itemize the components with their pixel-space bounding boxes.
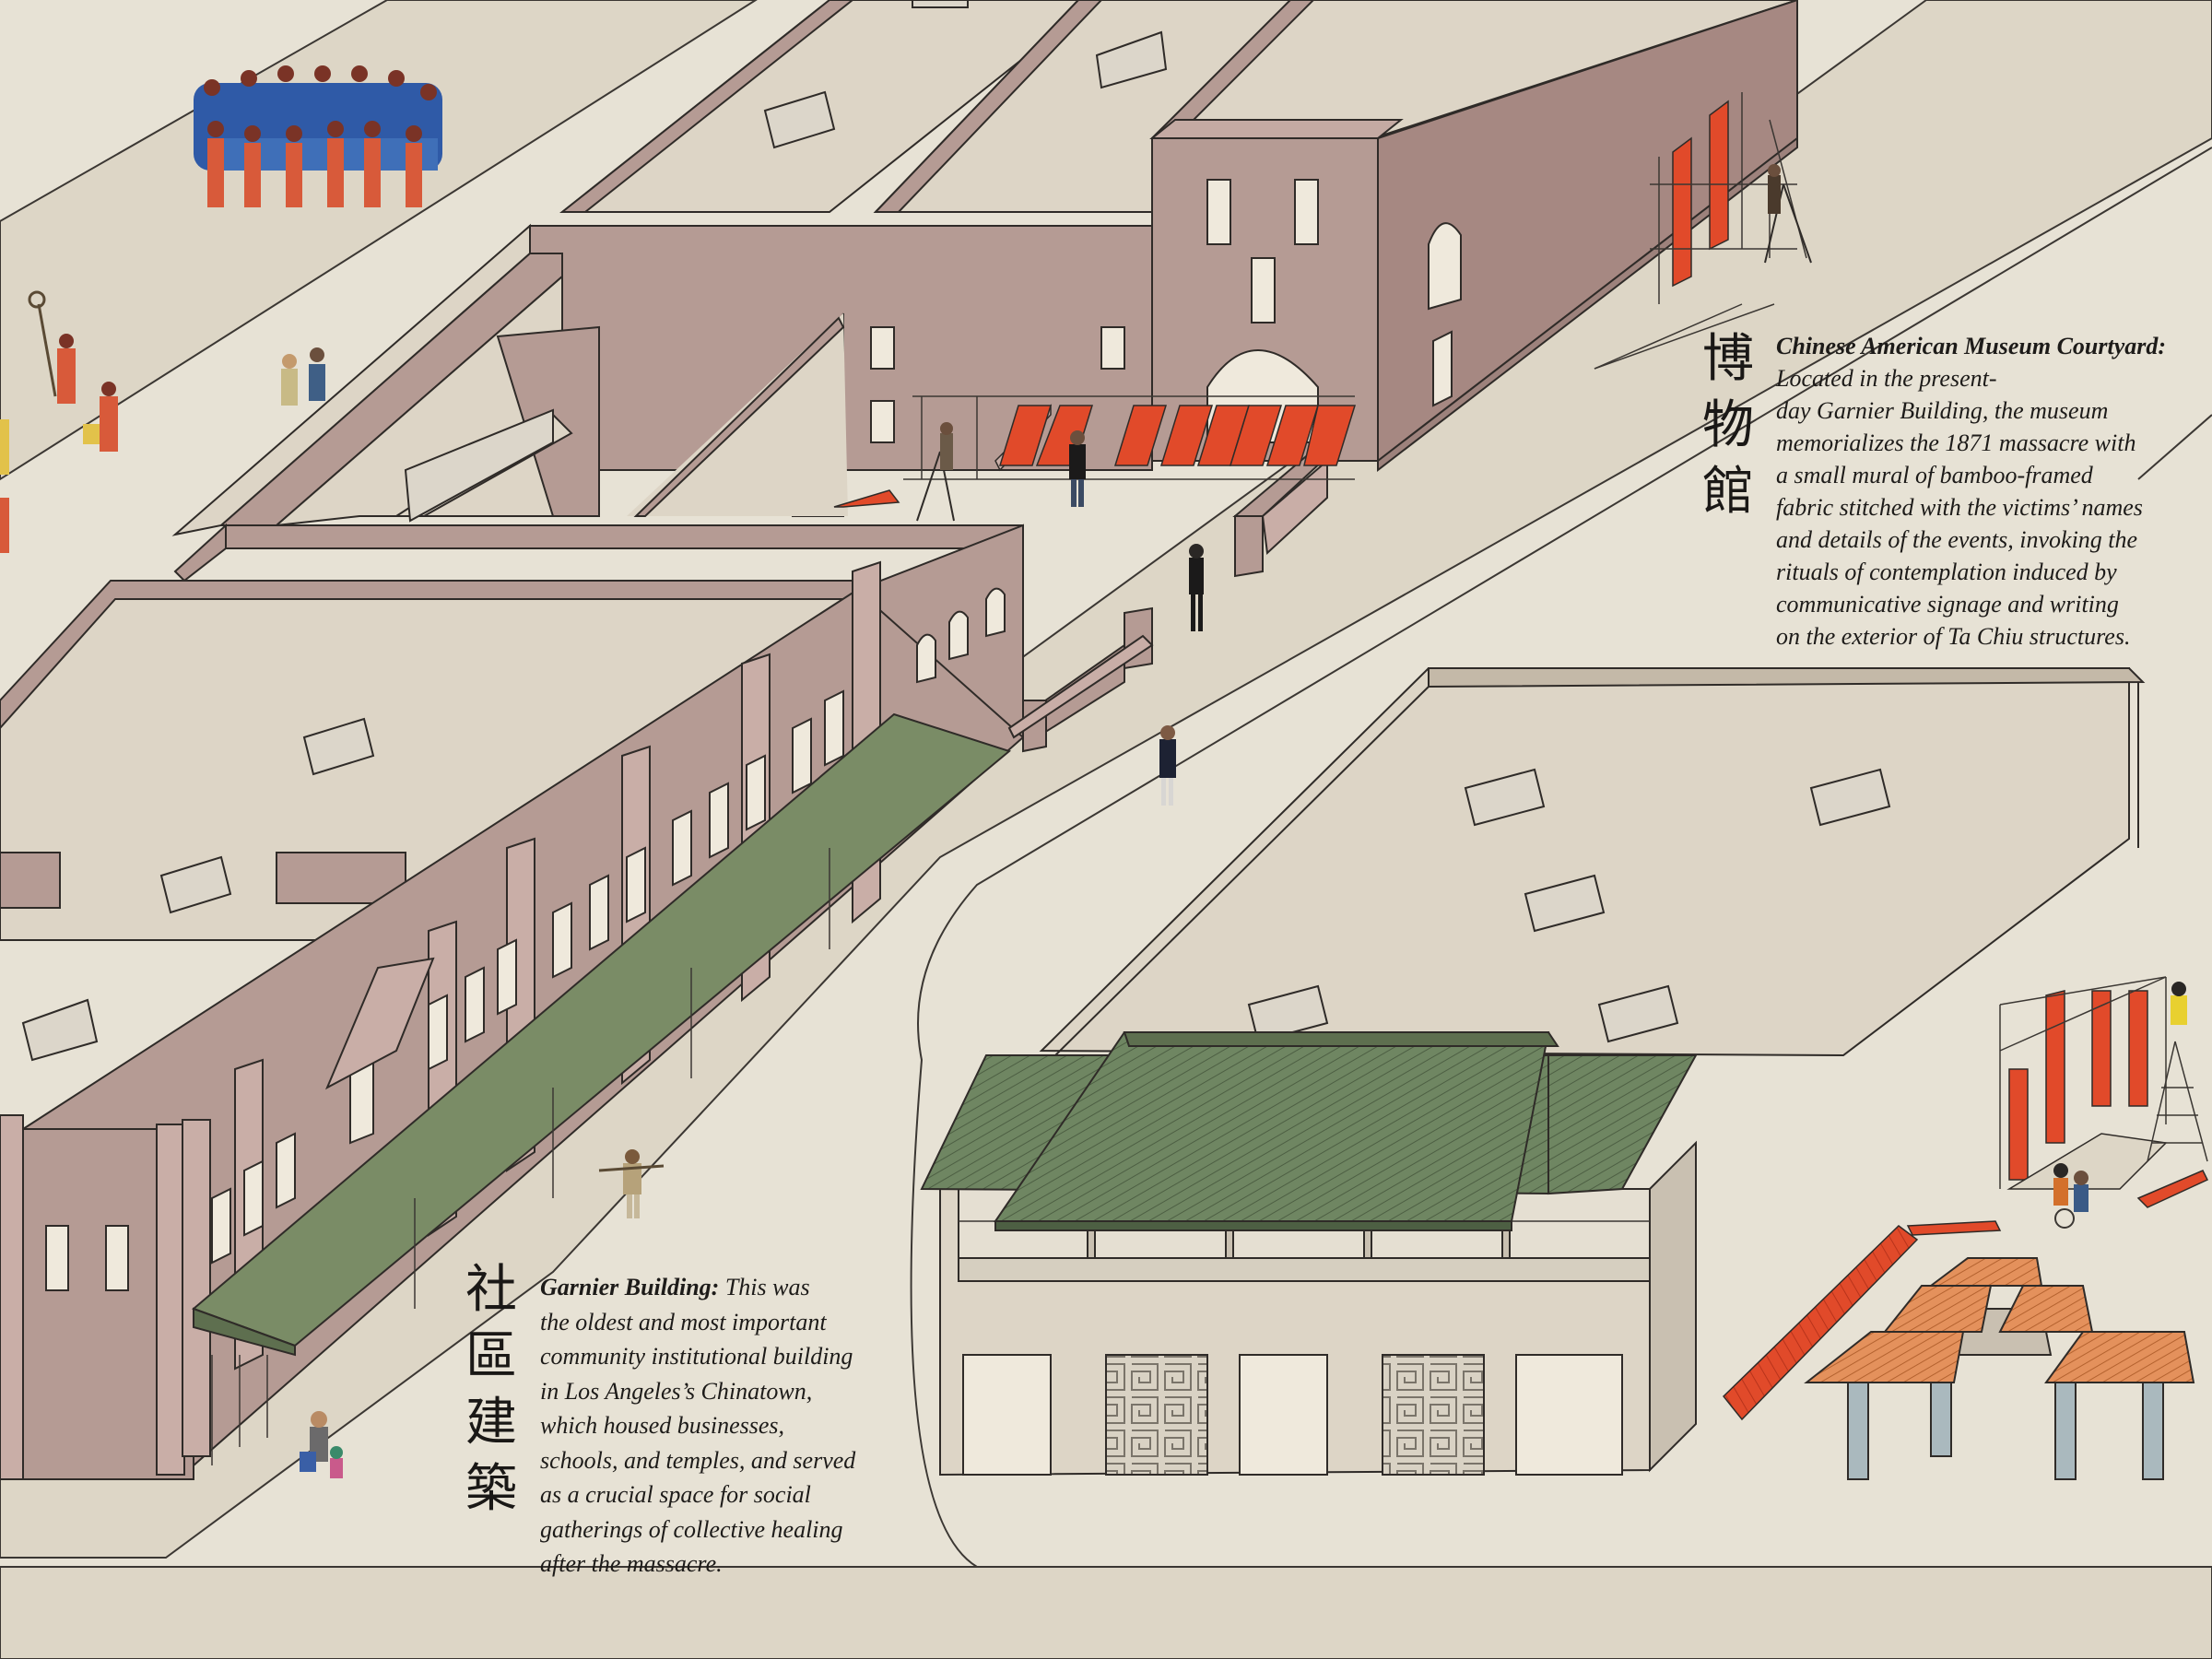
caption-line: and details of the events, invoking the: [1776, 526, 2138, 553]
caption-line: after the massacre.: [540, 1550, 723, 1577]
caption-line: in Los Angeles’s Chinatown,: [540, 1377, 813, 1405]
curb-line: [910, 147, 2212, 1568]
inner-courtyard-walls: [171, 223, 848, 536]
cjk-char: 社: [465, 1260, 517, 1320]
cjk-char: 物: [1702, 395, 1754, 455]
cjk-char: 建: [465, 1393, 517, 1453]
green-tiled-roof: [920, 1031, 1698, 1231]
caption-text: This was: [724, 1274, 810, 1300]
caption-line: schools, and temples, and served: [540, 1446, 856, 1474]
figure-ladder-worker-top: [1764, 164, 1812, 264]
figure-pair-walking: [281, 347, 325, 406]
caption-line: day Garnier Building, the museum: [1776, 397, 2109, 424]
leader-line: [1594, 303, 1775, 370]
caption-line: Garnier Building: This was: [540, 1270, 927, 1305]
caption-line: as a crucial space for social: [540, 1481, 811, 1508]
museum-cjk-label: 博 物 館: [1696, 326, 1760, 525]
caption-line: fabric stitched with the victims’ names: [1776, 494, 2143, 521]
cjk-char: 築: [465, 1459, 517, 1519]
caption-line: gatherings of collective healing: [540, 1515, 843, 1543]
scaffold-banners-right: [1999, 976, 2209, 1208]
caption-line: a small mural of bamboo-framed: [1776, 462, 2093, 488]
figure-carrier: [598, 1149, 665, 1218]
museum-banner-mural: [833, 395, 1357, 508]
figure-worker-courtyard: [1069, 430, 1086, 507]
figure-pedestrian-hat: [1189, 544, 1204, 631]
caption-line: Chinese American Museum Courtyard: Locat…: [1776, 330, 2209, 394]
caption-line: memorializes the 1871 massacre with: [1776, 429, 2136, 456]
caption-line: on the exterior of Ta Chiu structures.: [1776, 623, 2131, 650]
museum-caption: Chinese American Museum Courtyard: Locat…: [1776, 330, 2209, 653]
garnier-cjk-label: 社 區 建 築: [459, 1257, 524, 1523]
museum-block: [529, 0, 1798, 473]
cjk-char: 館: [1702, 462, 1754, 522]
caption-text: Located in the present-: [1776, 365, 1997, 392]
green-awning: [192, 712, 1012, 1465]
caption-line: communicative signage and writing: [1776, 591, 2119, 618]
curb-line: [2137, 414, 2212, 480]
figure-parent-child: [300, 1411, 343, 1478]
caption-line: which housed businesses,: [540, 1412, 785, 1439]
cjk-char: 博: [1702, 329, 1754, 389]
figure-worker-yellow: [2171, 982, 2187, 1025]
scaffold-banners-top: [1594, 92, 1807, 370]
garnier-caption-title: Garnier Building:: [540, 1274, 720, 1300]
procession-crowd: [194, 65, 442, 207]
caption-line: community institutional building: [540, 1343, 853, 1370]
figure-ladder-worker-courtyard: [916, 422, 955, 522]
museum-caption-title: Chinese American Museum Courtyard:: [1776, 333, 2167, 359]
garnier-caption: Garnier Building: This was the oldest an…: [540, 1270, 927, 1582]
caption-line: the oldest and most important: [540, 1308, 827, 1335]
paifang-gate: [1804, 1257, 2195, 1480]
figure-pedestrian-suit: [1159, 725, 1176, 806]
caption-line: rituals of contemplation induced by: [1776, 559, 2117, 585]
cjk-char: 區: [465, 1326, 517, 1386]
diagonal-banner-row: [1722, 1220, 2002, 1421]
lantern-bearers: [0, 290, 118, 553]
figure-couple-seated: [2053, 1163, 2088, 1229]
